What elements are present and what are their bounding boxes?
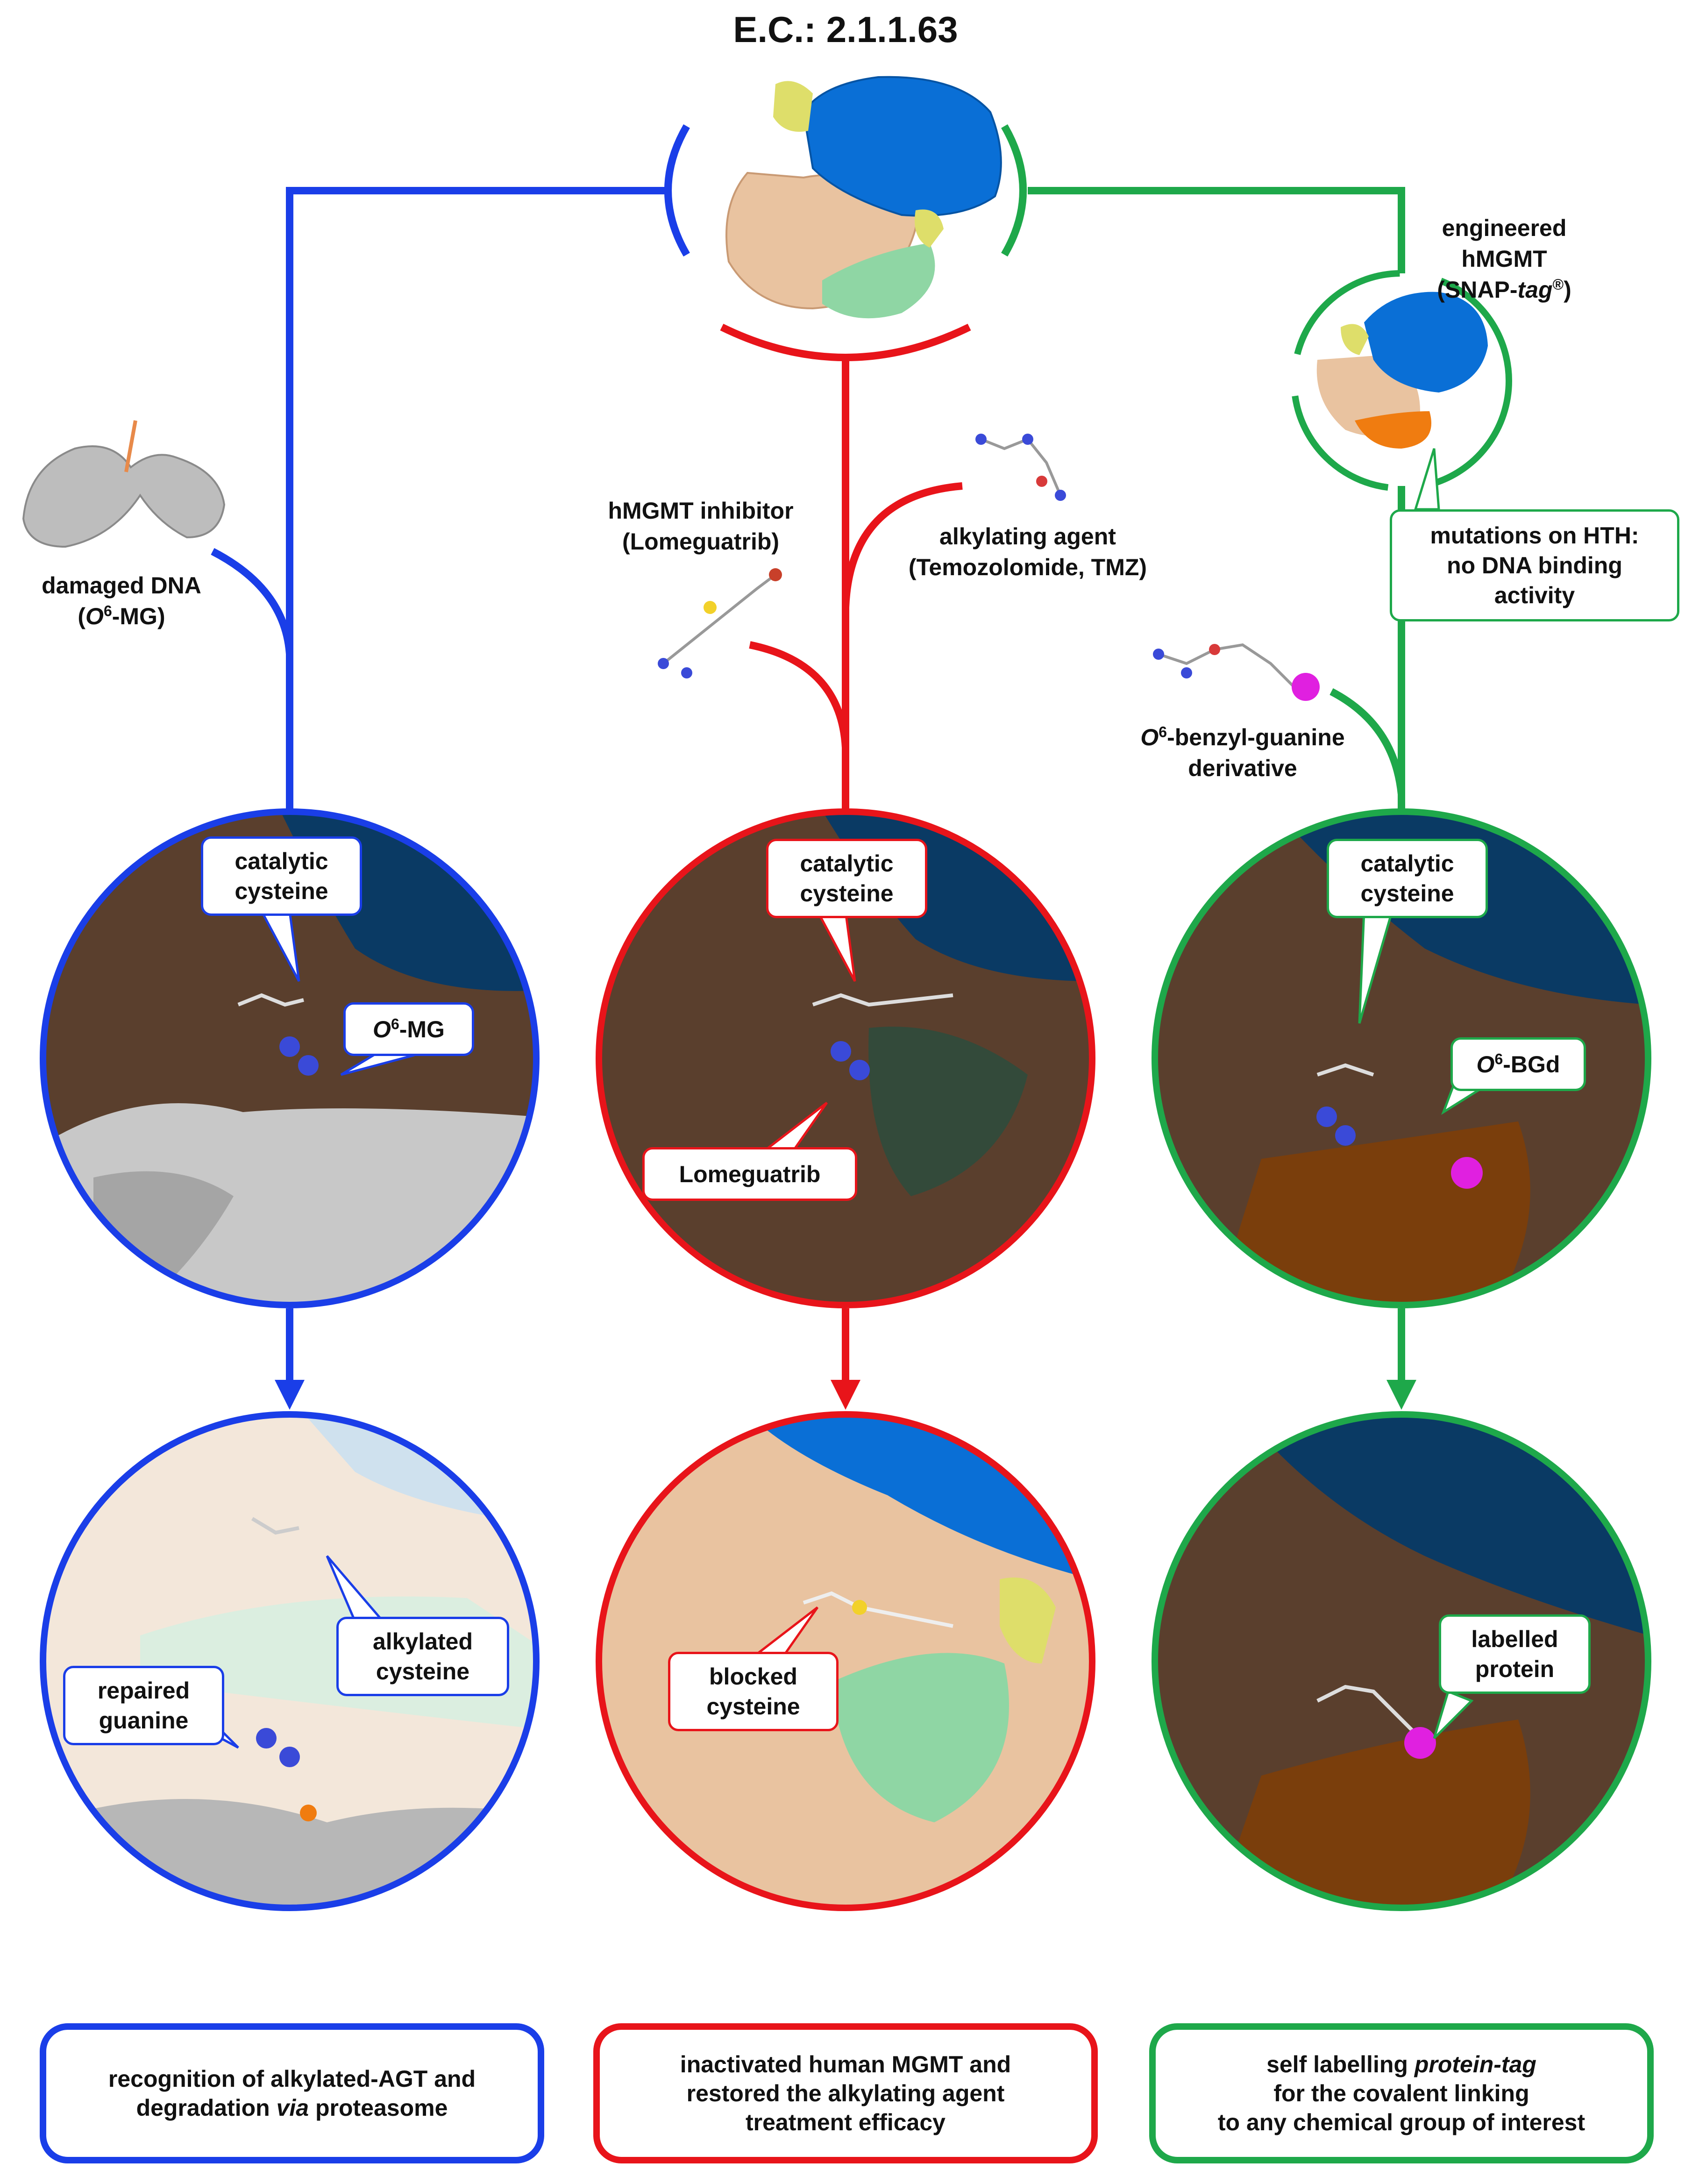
damaged-dna-line1: damaged DNA: [42, 572, 201, 599]
labelled-protein-callout: labelled protein: [1439, 1614, 1591, 1694]
benzyl-line2: derivative: [1188, 755, 1297, 781]
engineered-hmgmt-label: engineered hMGMT (SNAP-tag®): [1397, 213, 1612, 305]
green-catalytic-cysteine-callout: catalytic cysteine: [1327, 839, 1488, 918]
protein-tag-italic: protein-tag: [1414, 2051, 1536, 2077]
cys-line1: catalytic: [235, 848, 328, 874]
benzyl-text: -benzyl-guanine: [1167, 724, 1345, 750]
blue-catalytic-cysteine-callout: catalytic cysteine: [201, 836, 362, 916]
engineered-hmgmt-structure: [1291, 270, 1512, 492]
blue-outcome-line2: degradation via proteasome: [108, 2093, 476, 2122]
cys-line1: catalytic: [800, 850, 894, 877]
inhibitor-line2: (Lomeguatrib): [622, 528, 780, 555]
red-catalytic-cysteine-callout: catalytic cysteine: [766, 839, 927, 918]
green-outcome-line1: self labelling protein-tag: [1218, 2050, 1585, 2079]
green-outcome-line3: to any chemical group of interest: [1217, 2109, 1585, 2135]
alkylating-line1: alkylating agent: [939, 523, 1116, 550]
blocked-cysteine-callout: blocked cysteine: [668, 1652, 839, 1731]
cys-line1: catalytic: [1360, 850, 1454, 877]
alk-line1: alkylated: [372, 1628, 473, 1655]
rep-line1: repaired: [97, 1677, 190, 1704]
lomeguatrib-text: Lomeguatrib: [679, 1161, 821, 1187]
red-pathway-lines: [720, 323, 971, 1410]
green-outcome-line2: for the covalent linking: [1273, 2080, 1529, 2106]
green-outcome-box: self labelling protein-tag for the coval…: [1149, 2023, 1654, 2163]
engineered-line1: engineered hMGMT: [1442, 215, 1567, 272]
benzyl-line1: O6-benzyl-guanine: [1121, 722, 1364, 753]
blue-pathway-lines: [211, 124, 690, 1410]
tag-italic: tag: [1517, 277, 1553, 303]
lomeguatrib-molecule: [658, 568, 782, 678]
mg-text: -MG: [112, 603, 157, 629]
enzyme-classification-title: E.C.: 2.1.1.63: [701, 8, 990, 50]
snap-pre: (SNAP-: [1437, 277, 1518, 303]
o6-mg-callout: O6-MG: [343, 1002, 474, 1056]
registered-sup: ®: [1552, 276, 1564, 293]
paren-close: ): [157, 603, 165, 629]
hmgmt-structure-top: [725, 76, 1002, 319]
lab-line2: protein: [1475, 1656, 1555, 1682]
self-labelling-text: self labelling: [1266, 2051, 1415, 2077]
blk-line1: blocked: [709, 1663, 797, 1690]
red-outcome-line2: restored the alkylating agent: [686, 2080, 1005, 2106]
bgd-text: -BGd: [1503, 1051, 1560, 1078]
o6-bgd-callout: O6-BGd: [1450, 1037, 1586, 1091]
o-italic: O: [85, 603, 104, 629]
degradation-text: degradation: [136, 2095, 277, 2121]
proteasome-text: proteasome: [309, 2095, 448, 2121]
benzylguanine-molecule: [1153, 643, 1320, 701]
cys-line2: cysteine: [1360, 880, 1454, 906]
lab-line1: labelled: [1471, 1626, 1558, 1652]
blk-line2: cysteine: [706, 1693, 800, 1720]
lomeguatrib-callout: Lomeguatrib: [642, 1147, 857, 1201]
mg-text: -MG: [399, 1016, 445, 1042]
mutations-hth-callout: mutations on HTH: no DNA binding activity: [1390, 509, 1679, 621]
engineered-line2: (SNAP-tag®): [1397, 274, 1612, 305]
mutations-line2: no DNA binding: [1447, 552, 1622, 578]
temozolomide-molecule: [975, 434, 1066, 501]
red-outcome-box: inactivated human MGMT and restored the …: [593, 2023, 1098, 2163]
repaired-guanine-callout: repaired guanine: [63, 1666, 224, 1745]
o-italic: O: [1140, 724, 1159, 750]
damaged-dna-structure: [22, 420, 226, 548]
sup-6: 6: [1494, 1050, 1503, 1067]
blue-outcome-line1: recognition of alkylated-AGT and: [108, 2066, 476, 2092]
red-outcome-line1: inactivated human MGMT and: [680, 2051, 1011, 2077]
mutations-line3: activity: [1494, 582, 1575, 608]
sup-6: 6: [391, 1015, 399, 1032]
alkylating-line2: (Temozolomide, TMZ): [908, 554, 1147, 580]
mutations-line1: mutations on HTH:: [1430, 522, 1639, 549]
blue-outcome-box: recognition of alkylated-AGT and degrada…: [40, 2023, 544, 2163]
sup-6: 6: [1159, 723, 1167, 741]
o-italic: O: [1476, 1051, 1495, 1078]
inhibitor-label: hMGMT inhibitor (Lomeguatrib): [579, 495, 822, 557]
alkylated-cysteine-callout: alkylated cysteine: [336, 1617, 509, 1696]
benzylguanine-label: O6-benzyl-guanine derivative: [1121, 722, 1364, 784]
red-outcome-line3: treatment efficacy: [746, 2109, 946, 2135]
cys-line2: cysteine: [235, 878, 328, 904]
inhibitor-line1: hMGMT inhibitor: [608, 498, 794, 524]
via-italic: via: [276, 2095, 309, 2121]
paren-open: (: [78, 603, 86, 629]
o-italic: O: [373, 1016, 391, 1042]
sup-6: 6: [103, 602, 112, 620]
title-text: E.C.: 2.1.1.63: [733, 9, 958, 50]
rep-line2: guanine: [99, 1707, 189, 1734]
snap-post: ): [1564, 277, 1571, 303]
cys-line2: cysteine: [800, 880, 894, 906]
damaged-dna-label: damaged DNA (O6-MG): [19, 570, 224, 632]
damaged-dna-line2: (O6-MG): [19, 601, 224, 632]
alkylating-label: alkylating agent (Temozolomide, TMZ): [878, 521, 1177, 583]
alk-line2: cysteine: [376, 1658, 470, 1684]
